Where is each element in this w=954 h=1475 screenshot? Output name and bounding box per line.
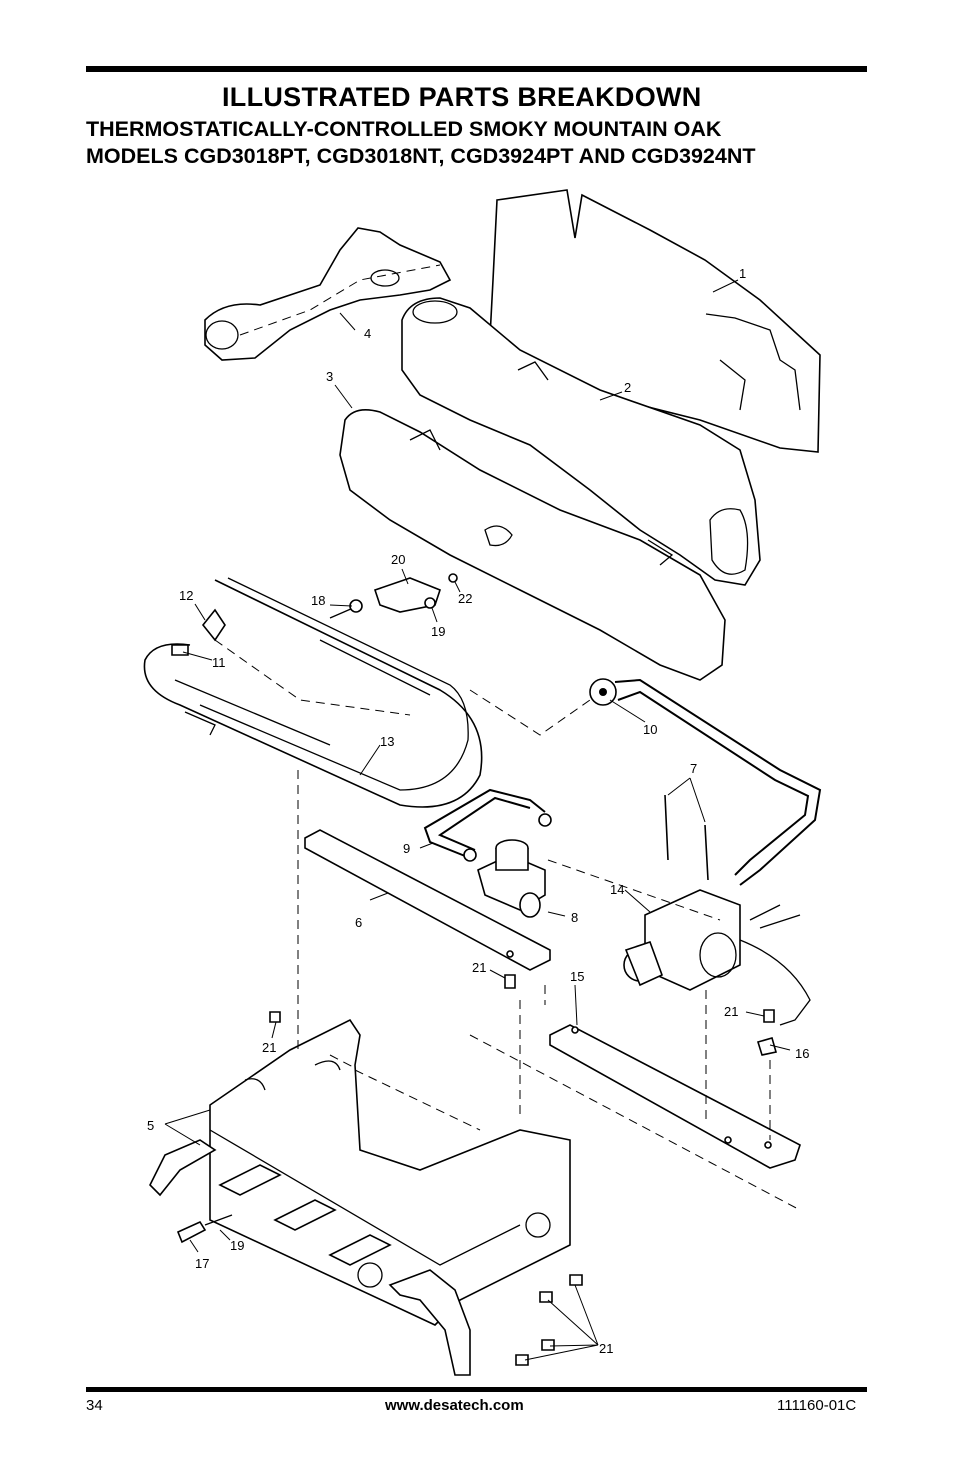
- website-link[interactable]: www.desatech.com: [385, 1397, 524, 1414]
- callout-3: 3: [326, 369, 333, 384]
- log-3: [339, 409, 726, 681]
- callout-17: 17: [195, 1256, 209, 1271]
- callout-15: 15: [570, 969, 584, 984]
- burner-13: [143, 577, 483, 808]
- bracket-12: [171, 608, 226, 656]
- screws-21: [269, 1011, 583, 1366]
- callout-14: 14: [610, 882, 624, 897]
- callout-18: 18: [311, 593, 325, 608]
- callout-13: 13: [380, 734, 394, 749]
- callout-labels: 1 2 3 4 5 6 7 8 9 10 11 12 13 14 15 16 1…: [147, 266, 809, 1356]
- page-subtitle-line-2: MODELS CGD3018PT, CGD3018NT, CGD3924PT A…: [86, 144, 756, 168]
- thermocouple-17: [176, 1214, 233, 1244]
- grate-5: [149, 1018, 571, 1376]
- gas-line-10: [589, 678, 822, 886]
- callout-20: 20: [391, 552, 405, 567]
- screw-21-clip-16: [756, 1009, 778, 1056]
- callout-12: 12: [179, 588, 193, 603]
- log-4: [204, 227, 452, 361]
- callout-4: 4: [364, 326, 371, 341]
- bracket-15: [549, 1024, 801, 1169]
- callout-6: 6: [355, 915, 362, 930]
- callout-1: 1: [739, 266, 746, 281]
- log-2: [401, 297, 761, 586]
- gas-valve-14: [623, 794, 811, 1026]
- callout-21-grate: 21: [262, 1040, 276, 1055]
- callout-9: 9: [403, 841, 410, 856]
- callout-5: 5: [147, 1118, 154, 1133]
- callout-21-front: 21: [599, 1341, 613, 1356]
- callout-10: 10: [643, 722, 657, 737]
- regulator-8: [423, 788, 552, 918]
- assembly-lines: [214, 639, 801, 1211]
- callout-21-bracket: 21: [472, 960, 486, 975]
- page-title: ILLUSTRATED PARTS BREAKDOWN: [222, 82, 702, 112]
- bracket-6: [304, 829, 551, 989]
- callout-16: 16: [795, 1046, 809, 1061]
- page-subtitle-line-1: THERMOSTATICALLY-CONTROLLED SMOKY MOUNTA…: [86, 117, 722, 141]
- footer-rule: [86, 1387, 867, 1392]
- callout-22: 22: [458, 591, 472, 606]
- callout-19-lower: 19: [230, 1238, 244, 1253]
- callout-7: 7: [690, 761, 697, 776]
- callout-2: 2: [624, 380, 631, 395]
- pilot-assembly-20: [329, 573, 458, 619]
- callout-21-valve: 21: [724, 1004, 738, 1019]
- callout-11: 11: [212, 655, 226, 670]
- leader-lines: [164, 279, 791, 1361]
- callout-8: 8: [571, 910, 578, 925]
- callout-19-upper: 19: [431, 624, 445, 639]
- page-number: 34: [86, 1397, 103, 1414]
- document-number: 111160-01C: [777, 1397, 857, 1414]
- header-rule: [86, 66, 867, 72]
